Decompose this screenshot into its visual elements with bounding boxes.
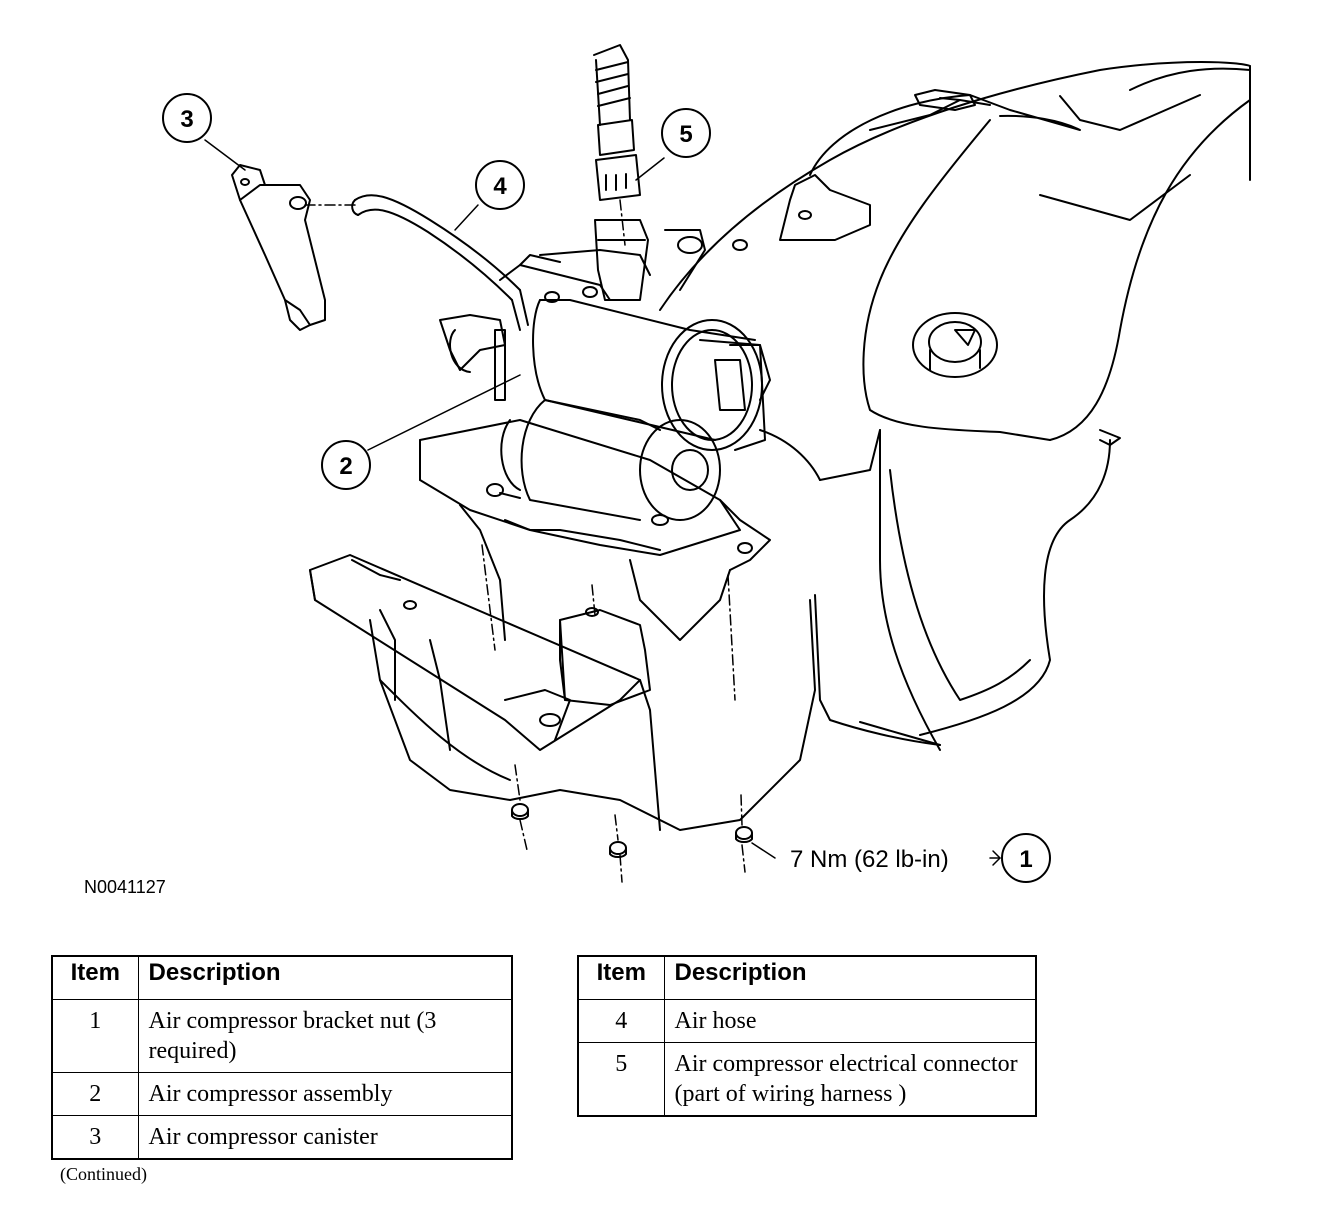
item-number: 3 (51, 1115, 139, 1160)
item-number: 1 (51, 999, 139, 1073)
item-description: Air compressor bracket nut (3 required) (137, 999, 513, 1073)
table-header-row: Item Description (51, 955, 513, 1000)
air-hose (351, 194, 529, 331)
callout-circle-5 (661, 108, 711, 158)
figure-id: N0041127 (84, 877, 166, 897)
table-header-row: Item Description (577, 955, 1037, 1000)
header-description: Description (663, 955, 1037, 1000)
item-description: Air compressor electrical connector (par… (663, 1042, 1037, 1117)
callout-circle-4 (475, 160, 525, 210)
electrical-connector (593, 44, 641, 201)
header-item: Item (51, 955, 139, 1000)
table-row: 3 Air compressor canister (51, 1115, 513, 1160)
torque-spec: 7 Nm (62 lb-in) (790, 846, 949, 873)
table-row: 2 Air compressor assembly (51, 1072, 513, 1116)
air-compressor (439, 219, 771, 521)
item-number: 4 (577, 999, 665, 1043)
callout-2: 2 (339, 453, 352, 480)
callout-circles (162, 93, 1051, 883)
callout-3: 3 (180, 106, 193, 133)
callout-5: 5 (679, 121, 692, 148)
air-compressor-canister (231, 164, 326, 331)
table-row: 5 Air compressor electrical connector (p… (577, 1042, 1037, 1117)
item-description: Air compressor canister (137, 1115, 513, 1160)
bracket-nuts (511, 803, 753, 858)
item-number: 5 (577, 1042, 665, 1117)
mounting-bracket (309, 419, 816, 831)
callout-circle-1 (1001, 833, 1051, 883)
table-row: 4 Air hose (577, 999, 1037, 1043)
continued-note: (Continued) (60, 1164, 147, 1184)
table-row: 1 Air compressor bracket nut (3 required… (51, 999, 513, 1073)
callout-circle-2 (321, 440, 371, 490)
callout-1: 1 (1019, 846, 1032, 873)
fender-panel (659, 61, 1251, 751)
callout-leaders (204, 139, 1001, 866)
item-number: 2 (51, 1072, 139, 1116)
axis-lines (304, 199, 746, 883)
callout-4: 4 (493, 173, 507, 200)
legend-table-right: Item Description 4 Air hose 5 Air compre… (577, 955, 1037, 1117)
header-description: Description (137, 955, 513, 1000)
item-description: Air compressor assembly (137, 1072, 513, 1116)
callout-circle-3 (162, 93, 212, 143)
legend-table-left: Item Description 1 Air compressor bracke… (51, 955, 513, 1160)
header-item: Item (577, 955, 665, 1000)
item-description: Air hose (663, 999, 1037, 1043)
exploded-view-diagram: 3 4 5 2 1 7 Nm (62 lb-in) N0041127 (84, 44, 1251, 897)
